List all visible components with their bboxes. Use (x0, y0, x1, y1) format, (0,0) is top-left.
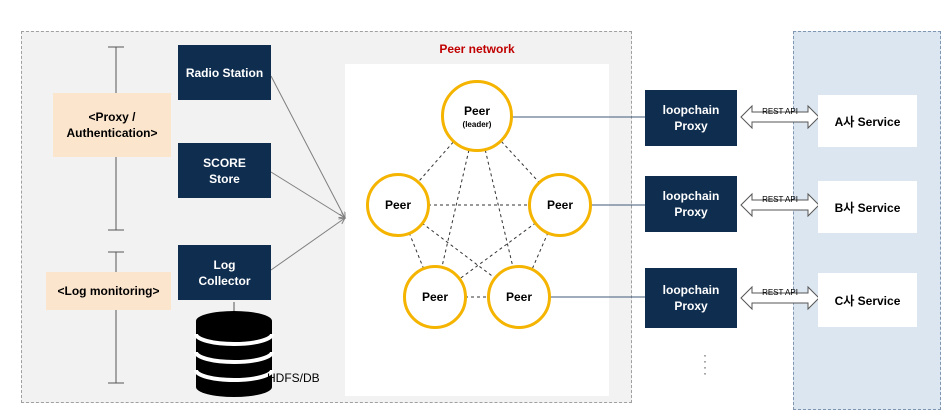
log-monitoring-label: <Log monitoring> (57, 284, 160, 298)
radio-station-box: Radio Station (178, 45, 271, 100)
service-a-label: A사 Service (834, 114, 901, 129)
score-store-box: SCORE Store (178, 143, 271, 198)
peer-left-label: Peer (384, 198, 412, 212)
proxy-auth-line1: <Proxy / (88, 110, 136, 124)
radio-station-label: Radio Station (185, 65, 264, 80)
peer-leader-sublabel: (leader) (462, 119, 492, 129)
proxy-c-line1: loopchain (662, 283, 720, 297)
log-monitoring-box: <Log monitoring> (46, 272, 171, 310)
score-store-label-line2: Store (209, 171, 240, 186)
arrow-score-to-network (270, 171, 345, 218)
rest-api-label-b: REST API (762, 195, 798, 204)
peer-left-node: Peer (366, 173, 430, 237)
proxy-auth-line2: Authentication> (66, 126, 158, 140)
arrow-log-to-network (270, 218, 345, 271)
loopchain-proxy-a: loopchain Proxy (645, 90, 737, 146)
peer-network-title: Peer network (439, 42, 515, 56)
peer-bottom-left-label: Peer (421, 290, 449, 304)
service-c-box: C사 Service (818, 273, 917, 327)
log-collector-box: Log Collector (178, 245, 271, 300)
proxy-c-line2: Proxy (674, 299, 708, 313)
rest-api-arrows (740, 104, 820, 311)
score-store-label-line1: SCORE (203, 155, 246, 170)
service-b-label: B사 Service (834, 200, 901, 215)
loopchain-proxy-b: loopchain Proxy (645, 176, 737, 232)
arrow-radio-to-network (270, 75, 345, 218)
peer-bottom-left-node: Peer (403, 265, 467, 329)
proxy-b-line2: Proxy (674, 205, 708, 219)
more-proxies-ellipsis: ···· (703, 348, 707, 380)
proxy-a-line2: Proxy (674, 119, 708, 133)
service-c-label: C사 Service (834, 293, 901, 308)
peer-bottom-right-node: Peer (487, 265, 551, 329)
peer-leader-label: Peer (463, 103, 491, 118)
proxy-b-line1: loopchain (662, 189, 720, 203)
peer-bottom-right-label: Peer (505, 290, 533, 304)
loopchain-proxy-c: loopchain Proxy (645, 268, 737, 328)
database-icon (194, 311, 274, 397)
peer-leader-node: Peer (leader) (441, 80, 513, 152)
service-a-box: A사 Service (818, 95, 917, 147)
proxy-a-line1: loopchain (662, 103, 720, 117)
rest-api-label-a: REST API (762, 107, 798, 116)
log-collector-label-line1: Log (213, 257, 236, 272)
hdfs-db-label: HDFS/DB (267, 371, 320, 385)
peer-right-node: Peer (528, 173, 592, 237)
rest-api-label-c: REST API (762, 288, 798, 297)
service-b-box: B사 Service (818, 181, 917, 233)
proxy-authentication-box: <Proxy / Authentication> (53, 93, 171, 157)
log-collector-label-line2: Collector (198, 273, 251, 288)
peer-right-label: Peer (546, 198, 574, 212)
